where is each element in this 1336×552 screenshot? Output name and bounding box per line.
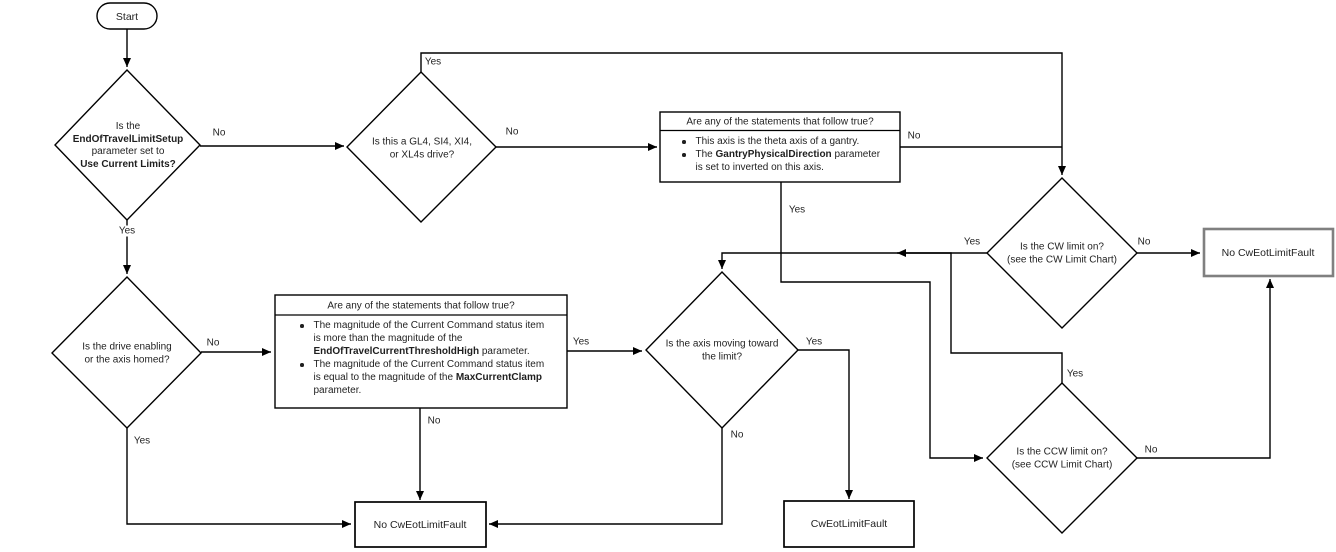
- connector-cw-yes-to-axis-moving: [718, 252, 987, 269]
- start-shape: [96, 2, 158, 30]
- decision-ccw-limit: Is the CCW limit on? (see CCW Limit Char…: [1011, 446, 1113, 471]
- edge-label-drive-type-yes: Yes: [422, 56, 444, 68]
- decision-axis-moving: Is the axis moving toward the limit?: [665, 338, 779, 363]
- decision-drive-enabling-shape: [51, 276, 202, 429]
- connector-axis-moving-no-to-no-fault-bottom: [489, 428, 723, 528]
- edge-label-eot-setup-no: No: [210, 127, 228, 139]
- bullet-icon: [682, 140, 686, 144]
- terminal-no-fault-bottom: No CwEotLimitFault: [373, 519, 467, 531]
- bullet-icon: [300, 324, 304, 328]
- terminal-no-fault-right-shape: [1202, 227, 1335, 278]
- edge-label-axis-moving-no: No: [728, 429, 746, 441]
- decision-ccw-limit-shape: [986, 382, 1138, 534]
- decision-eot-setup-shape: [54, 68, 201, 222]
- edge-label-drive-enabling-yes: Yes: [131, 435, 153, 447]
- bullet-icon: [682, 153, 686, 157]
- connector-drive-type-yes-to-cw-limit: [420, 52, 1066, 175]
- list-item: The magnitude of the Current Command sta…: [294, 319, 560, 358]
- edge-label-current-no: No: [425, 415, 443, 427]
- connector-ccw-yes-to-axis-moving: [897, 249, 1063, 383]
- edge-label-ccw-yes: Yes: [1064, 368, 1086, 380]
- decision-cw-limit-shape: [986, 177, 1138, 329]
- edge-label-gantry-yes: Yes: [786, 204, 808, 216]
- decision-cw-limit: Is the CW limit on? (see the CW Limit Ch…: [1006, 241, 1118, 266]
- connector-ccw-no-to-no-fault-right: [1137, 279, 1274, 459]
- edge-label-axis-moving-yes: Yes: [803, 336, 825, 348]
- edge-label-eot-setup-yes: Yes: [116, 225, 138, 237]
- terminal-no-fault-right: No CwEotLimitFault: [1221, 247, 1315, 259]
- decision-eot-setup: Is the EndOfTravelLimitSetup parameter s…: [72, 121, 184, 170]
- decision-drive-enabling: Is the drive enabling or the axis homed?: [82, 341, 172, 366]
- terminal-fault-shape: [783, 500, 915, 548]
- edge-label-cw-yes: Yes: [961, 236, 983, 248]
- connector-gantry-yes-to-ccw-limit: [780, 182, 983, 462]
- edge-label-cw-no: No: [1135, 236, 1153, 248]
- current-box-bullets: The magnitude of the Current Command sta…: [294, 319, 560, 397]
- decision-drive-type-shape: [346, 71, 497, 223]
- list-item: This axis is the theta axis of a gantry.: [676, 135, 892, 148]
- start-node: Start: [115, 11, 139, 23]
- connector-axis-moving-yes-to-fault: [798, 349, 853, 499]
- edge-label-drive-type-no: No: [503, 126, 521, 138]
- terminal-fault: CwEotLimitFault: [810, 518, 888, 530]
- edge-label-current-yes: Yes: [570, 336, 592, 348]
- list-item: The magnitude of the Current Command sta…: [294, 358, 560, 397]
- edge-label-ccw-no: No: [1142, 444, 1160, 456]
- edge-label-drive-enabling-no: No: [204, 337, 222, 349]
- terminal-no-fault-bottom-shape: [354, 501, 487, 548]
- gantry-box-bullets: This axis is the theta axis of a gantry.…: [676, 135, 892, 174]
- decision-drive-type: Is this a GL4, SI4, XI4, or XL4s drive?: [371, 136, 473, 161]
- gantry-box-header: Are any of the statements that follow tr…: [686, 116, 874, 128]
- decision-axis-moving-shape: [645, 270, 799, 430]
- process-gantry-statements-shape: [659, 111, 901, 183]
- edge-label-gantry-no: No: [905, 130, 923, 142]
- bullet-icon: [300, 363, 304, 367]
- current-box-header: Are any of the statements that follow tr…: [327, 300, 515, 312]
- process-current-statements-shape: [274, 294, 568, 409]
- connector-drive-enabling-yes-to-no-fault-bottom: [126, 428, 351, 528]
- list-item: The GantryPhysicalDirection parameter is…: [676, 148, 892, 174]
